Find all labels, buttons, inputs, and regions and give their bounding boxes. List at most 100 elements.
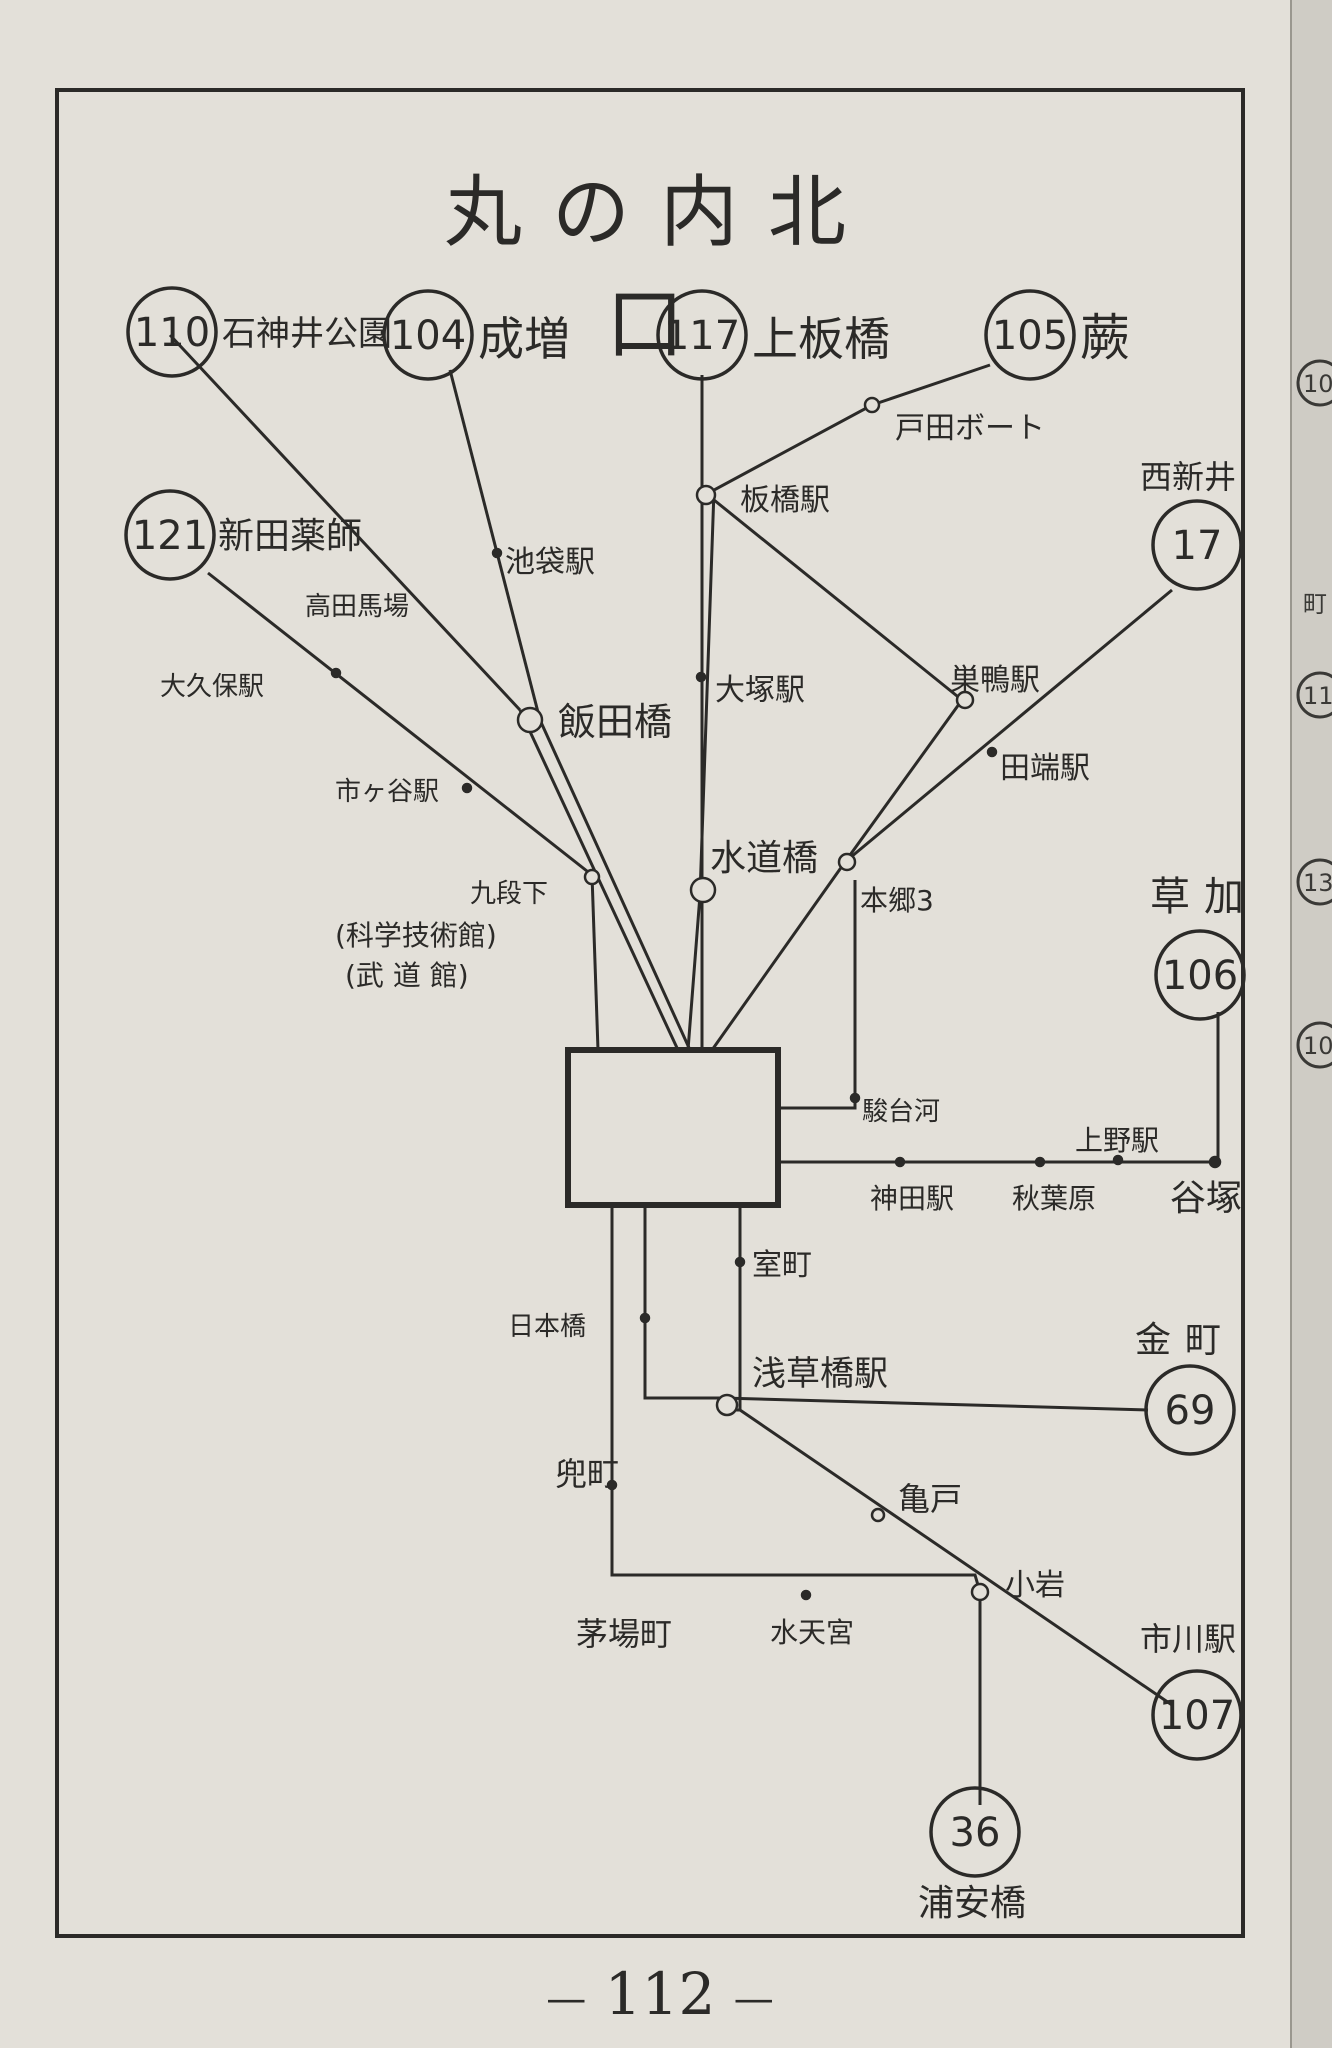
- station-koiwa: 小岩: [1005, 1568, 1065, 1603]
- map-frame: [55, 88, 1245, 1938]
- fragment-circle-1: [1296, 359, 1332, 407]
- station-nihonbashi: 日本橋: [508, 1312, 586, 1342]
- footer-dash-right: —: [733, 1975, 774, 2022]
- line-121-lower: [590, 874, 600, 1051]
- route-circle-104: [382, 289, 474, 381]
- dot-ichigaya: [461, 782, 473, 794]
- station-okubo: 大久保駅: [160, 672, 264, 702]
- route-circle-17: [1151, 499, 1243, 591]
- next-page-fragments: 10 町 11 13 10: [1296, 359, 1332, 1069]
- route-number-36: 36: [950, 1810, 1001, 1856]
- route-circle-105: [984, 289, 1076, 381]
- line-104-lower: [538, 719, 692, 1051]
- route-circle-69: [1144, 1364, 1236, 1456]
- dot-koiwa: [970, 1582, 990, 1602]
- route-number-110: 110: [134, 310, 210, 356]
- route-number-17: 17: [1172, 523, 1223, 569]
- route-circle-107: [1151, 1669, 1243, 1761]
- dot-todabouto: [863, 396, 881, 414]
- station-hongo3: 本郷3: [860, 884, 934, 917]
- dot-akihabara: [1034, 1156, 1046, 1168]
- fragment-circle-2: [1296, 671, 1332, 719]
- station-kudanshita-sub2: (武 道 館): [345, 959, 469, 992]
- route-destination-105: 蕨: [1080, 309, 1130, 367]
- route-destination-106: 草加: [1150, 874, 1258, 920]
- route-destination-104: 成増: [478, 312, 570, 366]
- dot-muromachi: [734, 1256, 746, 1268]
- line-121: [207, 571, 593, 877]
- station-kudanshita-sub1: (科学技術館): [335, 919, 497, 952]
- station-otsuka: 大塚駅: [715, 673, 805, 708]
- route-destination-117: 上板橋: [752, 312, 890, 366]
- route-destination-17: 西新井: [1140, 458, 1236, 496]
- station-ueno: 上野駅: [1075, 1124, 1159, 1157]
- line-110: [168, 333, 522, 712]
- station-suitengu: 水天宮: [770, 1616, 854, 1649]
- dot-minowa: [1208, 1155, 1222, 1169]
- station-dots: [330, 396, 1222, 1602]
- route-number-104: 104: [390, 313, 466, 359]
- dot-itabashi: [695, 484, 717, 506]
- line-104: [448, 369, 542, 721]
- station-kanda: 神田駅: [870, 1182, 954, 1215]
- dot-kanda: [894, 1156, 906, 1168]
- route-destination-69: 金町: [1135, 1320, 1235, 1361]
- line-sugamo-base: [710, 861, 847, 1051]
- fragment-circle-4: [1296, 1021, 1332, 1069]
- station-labels: 戸田ボート 板橋駅 池袋駅 高田馬場 大久保駅 飯田橋 大塚駅 巣鴨駅 田端駅 …: [160, 411, 1242, 1653]
- edge-fragment-3: 11: [1303, 682, 1332, 710]
- station-takadanobaba: 高田馬場: [305, 592, 409, 622]
- route-circle-121: [124, 489, 216, 581]
- page-footer: — 112 —: [460, 1960, 860, 2028]
- route-number-117: 117: [664, 313, 740, 359]
- dot-kameido: [870, 1507, 886, 1523]
- station-ikebukuro: 池袋駅: [505, 545, 595, 580]
- station-muromachi: 室町: [752, 1248, 812, 1283]
- line-muromachi: [728, 1205, 742, 1412]
- route-number-105: 105: [992, 313, 1068, 359]
- dot-kudanshita: [583, 868, 601, 886]
- line-sugamo-lower: [843, 699, 964, 863]
- line-17: [844, 588, 1173, 864]
- station-akihabara: 秋葉原: [1012, 1182, 1096, 1215]
- station-iidabashi: 飯田橋: [558, 700, 672, 744]
- dot-kabutocho: [606, 1479, 618, 1491]
- station-todabouto: 戸田ボート: [895, 411, 1045, 446]
- route-number-121: 121: [132, 513, 208, 559]
- line-36: [610, 1205, 982, 1805]
- line-69: [643, 1205, 1149, 1412]
- fragment-circle-3: [1296, 858, 1332, 906]
- dot-nihonbashi: [639, 1312, 651, 1324]
- line-107: [739, 1408, 1173, 1707]
- station-asakusabashi: 浅草橋駅: [752, 1354, 888, 1394]
- dot-surugadai: [849, 1092, 861, 1104]
- station-suidobashi: 水道橋: [710, 838, 818, 879]
- route-destination-107: 市川駅: [1140, 1620, 1236, 1658]
- station-kabutocho: 兜町: [555, 1455, 619, 1493]
- route-numbers: 110 104 117 105 121 17 106 69 107 36: [132, 310, 1238, 1856]
- dot-ikebukuro: [491, 547, 503, 559]
- route-number-69: 69: [1165, 1388, 1216, 1434]
- dot-suitengu: [800, 1589, 812, 1601]
- route-lines: [168, 333, 1220, 1805]
- station-kudanshita: 九段下: [470, 879, 548, 909]
- dot-otsuka: [695, 671, 707, 683]
- station-ichigaya: 市ヶ谷駅: [335, 777, 439, 807]
- dot-tabata: [986, 746, 998, 758]
- dot-suidobashi: [689, 876, 717, 904]
- fragment-texts: 10 町 11 13 10: [1303, 370, 1332, 1060]
- station-kameido: 亀戸: [898, 1480, 962, 1518]
- route-circles: [124, 286, 1246, 1878]
- dot-okubo: [330, 667, 342, 679]
- route-destination-110: 石神井公園: [222, 314, 392, 354]
- station-sugamo: 巣鴨駅: [950, 663, 1040, 698]
- edge-fragment-1: 10: [1303, 370, 1332, 398]
- edge-fragment-2: 町: [1303, 590, 1327, 618]
- station-surugadai: 駿台河: [862, 1097, 940, 1127]
- route-circle-110: [126, 286, 218, 378]
- map-title: 丸の内北口: [443, 168, 876, 370]
- route-number-106: 106: [1162, 953, 1238, 999]
- footer-dash-left: —: [546, 1975, 587, 2022]
